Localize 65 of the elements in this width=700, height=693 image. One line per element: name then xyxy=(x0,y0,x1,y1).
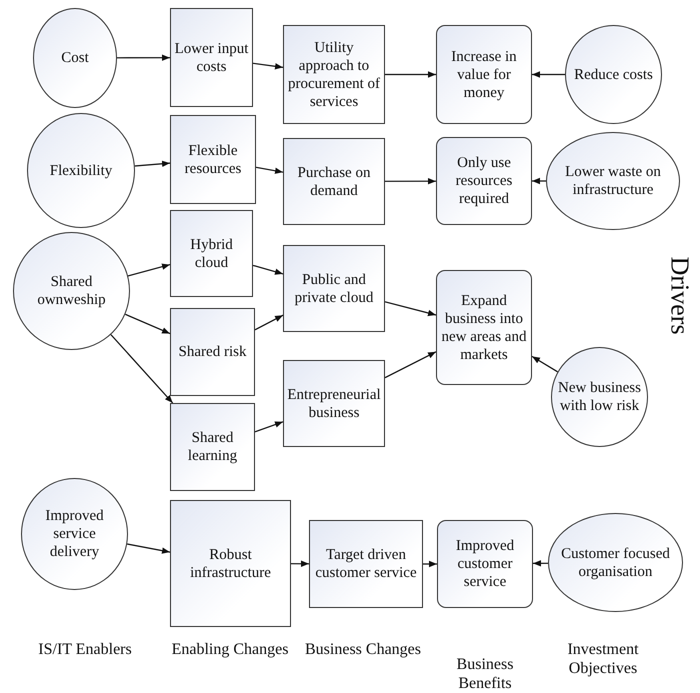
node-text: Expand business into new areas and markets xyxy=(440,292,528,364)
process-box xyxy=(283,138,385,225)
node-text: Lower waste on infrastructure xyxy=(564,163,662,199)
arrow xyxy=(110,334,174,404)
node-text: Flexibility xyxy=(50,162,112,180)
process-box xyxy=(283,245,385,332)
column-heading: IS/IT Enablers xyxy=(37,640,133,660)
arrow xyxy=(385,178,436,184)
node-text: Cost xyxy=(61,49,89,67)
arrow xyxy=(128,264,170,276)
node-text: Flexible resources xyxy=(184,142,242,178)
node-text: Customer focused organisation xyxy=(560,544,671,580)
arrow xyxy=(134,160,170,167)
node-text: Only use resources required xyxy=(454,154,514,208)
node-text: New business with low risk xyxy=(558,379,641,415)
node-text: Hybrid cloud xyxy=(189,236,234,272)
rounded-box xyxy=(436,270,532,385)
node-text: Purchase on demand xyxy=(296,164,372,200)
node-text: Shared ownweship xyxy=(36,273,107,309)
process-box xyxy=(170,403,255,491)
node-text: Lower input costs xyxy=(174,40,250,76)
rounded-box xyxy=(437,520,533,608)
process-box xyxy=(170,500,291,627)
arrow xyxy=(384,351,436,378)
node-text: Public and private cloud xyxy=(294,270,374,306)
column-heading: Investment Objectives xyxy=(566,640,640,678)
process-box xyxy=(283,25,385,124)
side-heading: Drivers xyxy=(664,256,696,336)
arrow xyxy=(423,560,437,568)
process-box xyxy=(283,360,385,447)
arrow xyxy=(532,356,558,372)
node-text: Shared risk xyxy=(178,343,246,361)
process-box xyxy=(170,308,255,396)
arrow xyxy=(117,54,170,61)
process-box xyxy=(309,520,423,608)
node-text: Entrepreneurial business xyxy=(286,386,382,422)
arrow xyxy=(291,560,309,567)
rounded-box xyxy=(436,25,532,124)
arrow xyxy=(384,301,436,316)
node-text: Target driven customer service xyxy=(314,546,418,582)
arrow xyxy=(385,71,436,78)
arrow xyxy=(252,62,284,70)
arrow xyxy=(254,421,284,432)
arrow xyxy=(126,543,170,554)
node-text: Improved customer service xyxy=(454,537,516,591)
node-text: Reduce costs xyxy=(574,66,653,84)
process-box xyxy=(170,210,253,297)
arrow xyxy=(254,314,284,330)
node-text: Improved service delivery xyxy=(44,507,105,561)
arrow xyxy=(256,166,284,174)
arrow xyxy=(532,71,565,78)
node-text: Utility approach to procurement of services xyxy=(286,38,382,110)
arrow xyxy=(125,314,170,334)
column-heading: Enabling Changes xyxy=(170,640,290,660)
process-box xyxy=(170,115,256,204)
node-text: Robust infrastructure xyxy=(189,546,272,582)
node-text: Increase in value for money xyxy=(450,48,518,102)
arrow xyxy=(533,560,548,567)
arrow xyxy=(252,264,284,275)
column-heading: Business Benefits xyxy=(456,655,514,693)
rounded-box xyxy=(436,137,532,225)
arrow xyxy=(532,178,546,184)
process-box xyxy=(170,8,253,107)
column-heading: Business Changes xyxy=(304,640,422,660)
node-text: Shared learning xyxy=(186,429,238,465)
